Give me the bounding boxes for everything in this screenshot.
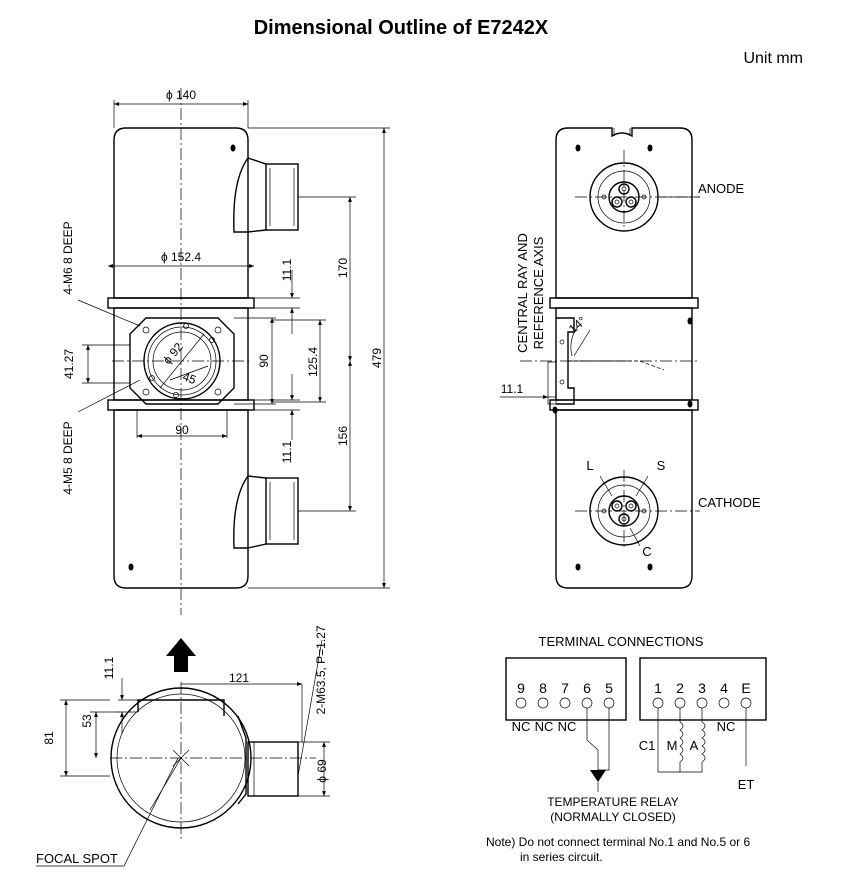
label-focal-spot: FOCAL SPOT	[36, 851, 118, 866]
end-dim-121: 121	[229, 671, 249, 685]
label-m6-holes: 4-M6 8 DEEP	[61, 221, 75, 294]
front-view: ϕ 140 ϕ 152.4 90 90 41.27 11.1 11.1 170 …	[61, 88, 390, 615]
terminal-5: 5	[605, 680, 613, 696]
terminal-3: 3	[698, 680, 706, 696]
label-anode: ANODE	[698, 181, 745, 196]
dim-upper-length: 170	[336, 258, 350, 278]
end-dim-69: ϕ 69	[315, 759, 329, 783]
label-cathode: CATHODE	[698, 495, 761, 510]
dim-center-height: 41.27	[62, 349, 76, 379]
dim-top-width: ϕ 140	[166, 88, 196, 102]
label-m: M	[667, 738, 678, 753]
nc-label-4: NC	[717, 719, 736, 734]
note-line2: in series circuit.	[520, 850, 603, 864]
label-a: A	[690, 738, 699, 753]
relay-symbol	[590, 770, 606, 782]
drawing-title: Dimensional Outline of E7242X	[254, 17, 549, 39]
note-line1: Note) Do not connect terminal No.1 and N…	[486, 835, 750, 849]
dim-window-height: 90	[257, 354, 271, 368]
terminal-1: 1	[654, 680, 662, 696]
dim-port-span: 125.4	[306, 347, 320, 377]
unit-label: Unit mm	[743, 50, 803, 67]
dim-angle: 14°	[566, 314, 589, 337]
nc-label-9: NC	[512, 719, 531, 734]
end-dim-53: 53	[80, 714, 94, 728]
end-dim-thread: 2-M63.5, P=1.27	[314, 625, 328, 714]
end-view: 11.1 121 53 81 ϕ 69 2-M63.5, P=1.27 FOCA…	[36, 625, 330, 867]
relay-line2: (NORMALLY CLOSED)	[550, 810, 676, 824]
pin-c: C	[642, 544, 651, 559]
terminal-7: 7	[561, 680, 569, 696]
end-dim-81: 81	[42, 731, 56, 745]
terminal-e: E	[741, 680, 750, 696]
pin-s: S	[657, 458, 666, 473]
dim-upper-gap: 11.1	[280, 258, 294, 281]
end-dim-gap: 11.1	[102, 656, 116, 679]
dim-total-length: 479	[370, 348, 384, 368]
dim-window-dia: ϕ 92	[160, 340, 186, 367]
terminal-6: 6	[583, 680, 591, 696]
label-axis-2: REFERENCE AXIS	[531, 236, 546, 349]
pin-l: L	[586, 458, 593, 473]
terminal-8: 8	[539, 680, 547, 696]
label-et: ET	[738, 777, 755, 792]
terminal-connections: TERMINAL CONNECTIONS 9 8 7 6 5 NC NC NC …	[486, 634, 767, 864]
direction-arrow	[166, 638, 196, 672]
relay-line1: TEMPERATURE RELAY	[547, 795, 679, 809]
dim-lower-length: 156	[336, 426, 350, 446]
terminal-9: 9	[517, 680, 525, 696]
dim-flange-width: ϕ 152.4	[161, 250, 201, 264]
dim-offset: 11.1	[501, 382, 524, 396]
terminal-heading: TERMINAL CONNECTIONS	[539, 634, 704, 649]
dim-window-angle: 45	[181, 369, 199, 387]
terminal-4: 4	[720, 680, 728, 696]
dim-lower-gap: 11.1	[280, 440, 294, 463]
dim-port-width: 90	[175, 423, 189, 437]
nc-label-8: NC	[535, 719, 554, 734]
label-c1: C1	[639, 738, 656, 753]
side-view: ANODE CATHODE CENTRAL RAY AND REFERENCE …	[500, 127, 761, 589]
label-m5-holes: 4-M5 8 DEEP	[61, 421, 75, 494]
terminal-2: 2	[676, 680, 684, 696]
label-axis-1: CENTRAL RAY AND	[515, 233, 530, 353]
nc-label-7: NC	[558, 719, 577, 734]
